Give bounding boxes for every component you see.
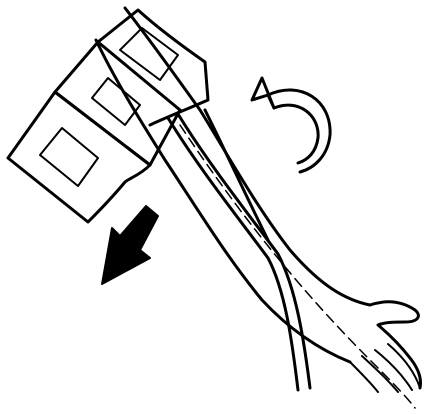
hand-thumb (368, 300, 422, 390)
tube-line-right (176, 112, 312, 390)
wrap-arrow-curve-inner (272, 103, 320, 165)
wrap-arrow-head (250, 76, 276, 110)
pull-arrow-shape (101, 205, 159, 285)
cuff-middle-window (91, 77, 141, 126)
cuff-middle-panel (53, 40, 182, 167)
cuff-front-panel (6, 90, 152, 224)
arm (94, 6, 422, 393)
cuff-front-window (39, 127, 99, 187)
finger-2 (361, 355, 399, 393)
arm-upper-edge (123, 6, 372, 307)
finger-1 (349, 361, 379, 393)
wrap-arrow-curve (266, 88, 332, 174)
finger-3 (374, 349, 413, 391)
forearm-line (203, 108, 270, 242)
cuff-tube (166, 112, 312, 392)
arm-lower-edge (94, 38, 352, 364)
cuff-back-panel (96, 8, 210, 127)
tube-line-left (166, 116, 300, 392)
cuff-back-window (119, 27, 179, 81)
finger-4 (387, 343, 421, 389)
artery-line (179, 124, 416, 409)
cuff (6, 8, 210, 224)
pull-arrow (101, 205, 159, 285)
wrap-arrow (250, 76, 332, 174)
